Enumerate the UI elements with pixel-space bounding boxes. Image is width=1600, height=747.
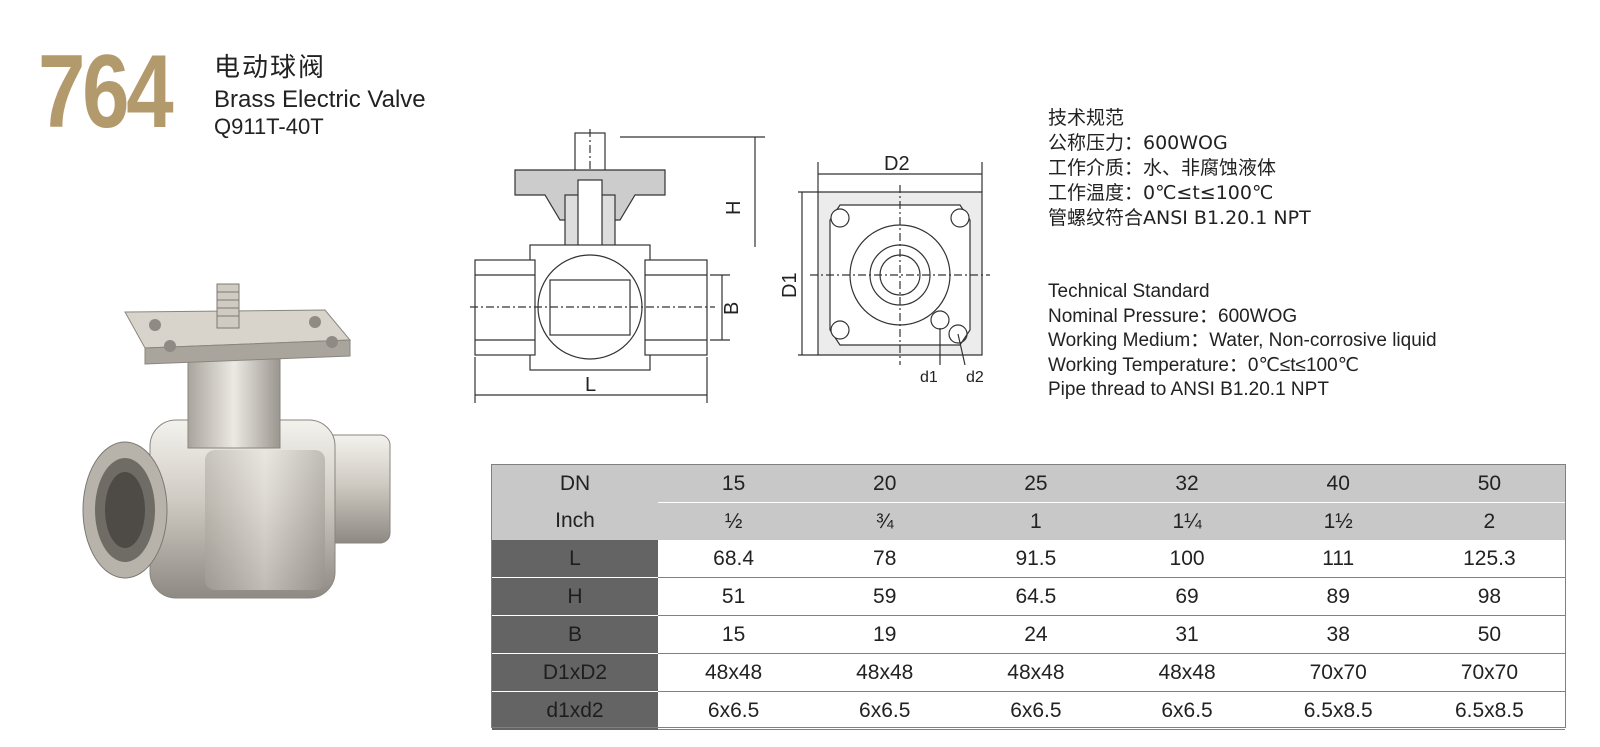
table-cell: 20 (809, 465, 961, 503)
table-cell: 24 (960, 615, 1112, 654)
dimension-table: DN 15 20 25 32 40 50 Inch ½ ¾ 1 1¼ 1½ 2 … (492, 465, 1565, 730)
table-cell: 50 (1413, 465, 1565, 503)
dimension-label-l: L (585, 374, 596, 396)
table-cell: 15 (658, 465, 810, 503)
spec-cn-temperature: 工作温度：0℃≤t≤100℃ (1048, 182, 1274, 204)
dimension-label-b: B (721, 302, 743, 315)
table-cell: 6.5x8.5 (1262, 691, 1414, 730)
table-cell: 48x48 (960, 653, 1112, 692)
dimension-label-h: H (723, 201, 745, 215)
spec-en-pressure: Nominal Pressure：600WOG (1048, 305, 1298, 327)
table-cell: 59 (809, 577, 961, 616)
table-cell: 70x70 (1413, 653, 1565, 692)
table-cell: 48x48 (809, 653, 961, 692)
title-english: Brass Electric Valve (214, 86, 426, 113)
spec-cn-pressure: 公称压力：600WOG (1048, 132, 1228, 154)
table-cell: 40 (1262, 465, 1414, 503)
table-row-label: H (492, 577, 658, 616)
table-row-label: d1xd2 (492, 691, 658, 730)
table-cell: 6x6.5 (960, 691, 1112, 730)
table-cell: 1 (960, 502, 1112, 540)
dimension-label-small-d1: d1 (920, 369, 938, 386)
model-code: Q911T-40T (214, 114, 324, 139)
valve-product-photo (82, 283, 391, 599)
spec-chinese: 技术规范 公称压力：600WOG 工作介质：水、非腐蚀液体 工作温度：0℃≤t≤… (1048, 106, 1311, 231)
table-cell: 38 (1262, 615, 1414, 654)
spec-english: Technical Standard Nominal Pressure：600W… (1048, 280, 1437, 403)
table-cell: 64.5 (960, 577, 1112, 616)
table-cell: 19 (809, 615, 961, 654)
table-cell: 48x48 (658, 653, 810, 692)
table-cell: 2 (1413, 502, 1565, 540)
table-row-b: B 15 19 24 31 38 50 (492, 615, 1565, 654)
table-row-small-d1xd2: d1xd2 6x6.5 6x6.5 6x6.5 6x6.5 6.5x8.5 6.… (492, 691, 1565, 730)
table-cell: 78 (809, 540, 961, 578)
model-number: 764 (38, 34, 174, 150)
table-cell: 15 (658, 615, 810, 654)
table-cell: 69 (1111, 577, 1263, 616)
table-cell: 100 (1111, 540, 1263, 578)
table-row-d1xd2: D1xD2 48x48 48x48 48x48 48x48 70x70 70x7… (492, 653, 1565, 692)
table-cell: 89 (1262, 577, 1414, 616)
table-cell: 25 (960, 465, 1112, 503)
table-cell: 1½ (1262, 502, 1414, 540)
dimension-label-d2: D2 (884, 153, 910, 175)
spec-en-heading: Technical Standard (1048, 281, 1210, 302)
table-cell: 32 (1111, 465, 1263, 503)
table-row-h: H 51 59 64.5 69 89 98 (492, 577, 1565, 616)
table-cell: 6x6.5 (1111, 691, 1263, 730)
table-cell: 6x6.5 (809, 691, 961, 730)
spec-cn-heading: 技术规范 (1048, 107, 1125, 129)
valve-top-view-drawing: D2 D1 d1 d2 (779, 153, 990, 386)
table-cell: 98 (1413, 577, 1565, 616)
table-cell: 51 (658, 577, 810, 616)
title-chinese: 电动球阀 (214, 53, 327, 83)
table-cell: ¾ (809, 502, 961, 540)
spec-en-thread: Pipe thread to ANSI B1.20.1 NPT (1048, 379, 1329, 400)
table-row-label: L (492, 540, 658, 578)
valve-section-drawing: H B L (470, 129, 765, 403)
table-cell: 6x6.5 (658, 691, 810, 730)
table-cell: 1¼ (1111, 502, 1263, 540)
table-cell: 31 (1111, 615, 1263, 654)
table-row-label: DN (492, 465, 658, 503)
spec-cn-thread: 管螺纹符合ANSI B1.20.1 NPT (1048, 207, 1311, 229)
table-cell: 70x70 (1262, 653, 1414, 692)
dimension-label-small-d2: d2 (966, 369, 984, 386)
table-cell: 50 (1413, 615, 1565, 654)
table-row-label: Inch (492, 502, 658, 540)
table-cell: 48x48 (1111, 653, 1263, 692)
spec-cn-medium: 工作介质：水、非腐蚀液体 (1048, 157, 1277, 179)
table-row-label: B (492, 615, 658, 654)
table-row-l: L 68.4 78 91.5 100 111 125.3 (492, 540, 1565, 578)
spec-en-temperature: Working Temperature：0℃≤t≤100℃ (1048, 354, 1360, 376)
table-row-dn: DN 15 20 25 32 40 50 (492, 465, 1565, 503)
table-row-label: D1xD2 (492, 653, 658, 692)
spec-en-medium: Working Medium：Water, Non-corrosive liqu… (1048, 330, 1437, 351)
table-cell: ½ (658, 502, 810, 540)
dimension-label-d1: D1 (779, 272, 801, 298)
table-cell: 6.5x8.5 (1413, 691, 1565, 730)
table-cell: 68.4 (658, 540, 810, 578)
table-cell: 111 (1262, 540, 1414, 578)
table-row-inch: Inch ½ ¾ 1 1¼ 1½ 2 (492, 502, 1565, 540)
table-cell: 125.3 (1413, 540, 1565, 578)
table-cell: 91.5 (960, 540, 1112, 578)
